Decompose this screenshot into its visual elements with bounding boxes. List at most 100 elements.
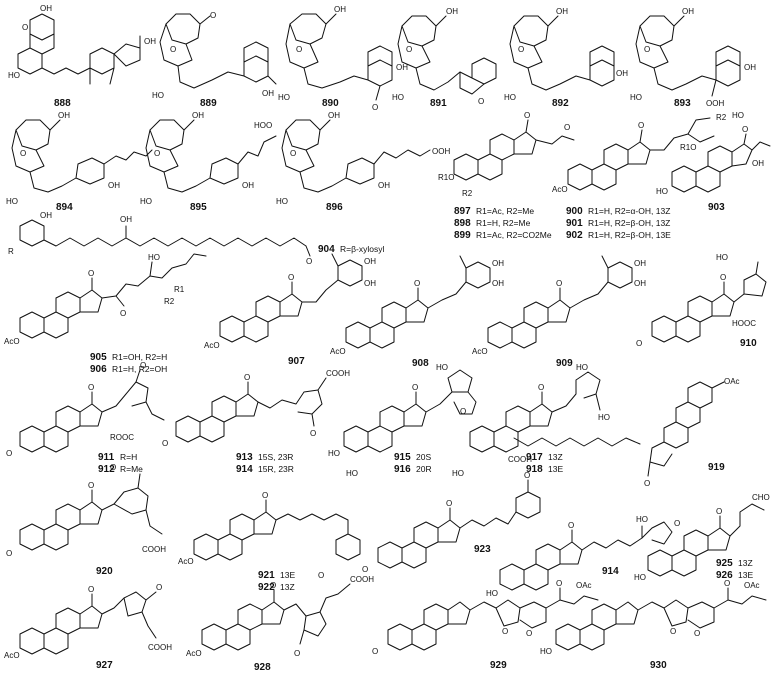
acetoxy-label: AcO [552,185,568,194]
aldehyde-label: CHO [752,493,770,502]
compound-label: 901 [566,218,583,229]
compound-label: 910 [740,338,757,349]
compound-note: 15R, 23R [258,464,294,474]
compound-label: 923 [474,544,491,555]
hydroxyl-label: HO [328,449,340,458]
structure-921-922: O AcO O 921 13E 922 13Z [178,491,361,593]
ring-oxygen: O [170,45,176,54]
hydroxyl-label: HO [732,111,744,120]
hydroxyl-label: HO [8,71,20,80]
structure-925-926: O CHO HO 925 13Z 926 13E [634,493,770,582]
compound-label: 890 [322,98,339,109]
hydroxyl-label: HO [436,363,448,372]
compound-label: 893 [674,98,691,109]
hydroxyl-label: HO [486,589,498,598]
acetoxy-label: AcO [178,557,194,566]
ester-oxygen: O [564,123,570,132]
keto-oxygen: O [412,383,418,392]
structure-929: O O O OAc O 929 [372,579,599,671]
structure-896: O OH HO OH OOH 896 [276,111,450,213]
carboxyl-label: COOH [148,643,172,652]
hydroxyl-label: HO [346,469,358,478]
keto-oxygen: O [6,549,12,558]
hydroxyl-label: OH [682,7,694,16]
compound-note: R1=H, R2=β-OH, 13E [588,230,671,240]
compound-label: 929 [490,660,507,671]
ring-oxygen: O [502,627,508,636]
hydroxyl-label: HO [452,469,464,478]
ring-oxygen: O [670,627,676,636]
structure-908: O OH OH AcO 908 [330,255,504,369]
keto-oxygen: O [140,361,146,370]
ring-oxygen: O [20,149,26,158]
hydroxyl-label: HO [576,363,588,372]
ring-oxygen: O [526,629,532,638]
structure-893: O OH HO OH OOH 893 [630,7,756,109]
hydroxyl-label: OH [634,279,646,288]
compound-label: 922 [258,582,275,593]
structure-914-second: O HO O HO 914 [486,515,680,598]
compound-label: 920 [96,566,113,577]
compound-note: R1=Ac, R2=Me [476,206,534,216]
keto-oxygen: O [478,97,484,106]
hydroxyl-label: OH [40,4,52,13]
hydroxyl-label: OH [58,111,70,120]
compound-label: 921 [258,570,275,581]
structure-911-912: O O O ROOC 911 R=H 912 R=Me [6,361,165,475]
ring-oxygen: O [154,149,160,158]
hydroxyl-label: OH [120,215,132,224]
compound-label: 930 [650,660,667,671]
keto-oxygen: O [244,373,250,382]
keto-oxygen: O [556,279,562,288]
structure-913-914: O COOH O O 913 15S, 23R 914 15R, 23R [162,369,350,475]
compound-label: 897 [454,206,471,217]
ring-oxygen: O [460,407,466,416]
keto-oxygen: O [88,383,94,392]
keto-oxygen: O [372,103,378,112]
ring-oxygen: O [296,45,302,54]
compound-note: R1=H, R2=α-OH, 13Z [588,206,670,216]
compound-label: 903 [708,202,725,213]
ester-label: ROOC [110,433,134,442]
compound-note: R1=H, R2=OH [112,364,167,374]
hydroxyl-label: OH [556,7,568,16]
hydroxyl-label: OH [616,69,628,78]
compound-label: 927 [96,660,113,671]
hydroxyl-label: HO [598,413,610,422]
keto-oxygen: O [720,273,726,282]
compound-label: 919 [708,462,725,473]
structure-923: O O O 923 [362,471,541,574]
hydroxyl-label: HO [504,93,516,102]
hydroxyl-label: OH [40,211,52,220]
compound-note: 15S, 23R [258,452,293,462]
keto-oxygen: O [310,429,316,438]
compound-label: 918 [526,464,543,475]
structure-915-916: O HO O HO HO 915 20S 916 20R [328,363,477,478]
hydroxyl-label: OH [242,181,254,190]
structure-917-918: O HO HO HO 917 13Z 918 13E [452,363,610,478]
compound-label: 900 [566,206,583,217]
acetoxy-label: AcO [472,347,488,356]
ring-oxygen: O [290,149,296,158]
keto-oxygen: O [724,579,730,588]
hydroxyl-label: HO [636,515,648,524]
keto-oxygen: O [156,583,162,592]
hydroxyl-label: HO [6,197,18,206]
acetoxy-label: OAc [724,377,740,386]
hydroxyl-label: HO [392,93,404,102]
acetoxy-label: AcO [204,341,220,350]
compound-label: 915 [394,452,411,463]
hydroxyl-label: HO [630,93,642,102]
compound-label: 898 [454,218,471,229]
hydroxyl-label: OH [334,5,346,14]
compound-label: 895 [190,202,207,213]
hydroperoxy-label: OOH [706,99,724,108]
hydroxyl-label: OH [328,111,340,120]
compound-label: 905 [90,352,107,363]
hydroxyl-label: OH [192,111,204,120]
structure-888: O OH OH HO 888 [8,4,156,109]
compound-label: 894 [56,202,73,213]
compound-note: R1=H, R2=β-OH, 13Z [588,218,670,228]
compound-note: R=β-xylosyl [340,244,384,254]
ring-oxygen: O [518,45,524,54]
